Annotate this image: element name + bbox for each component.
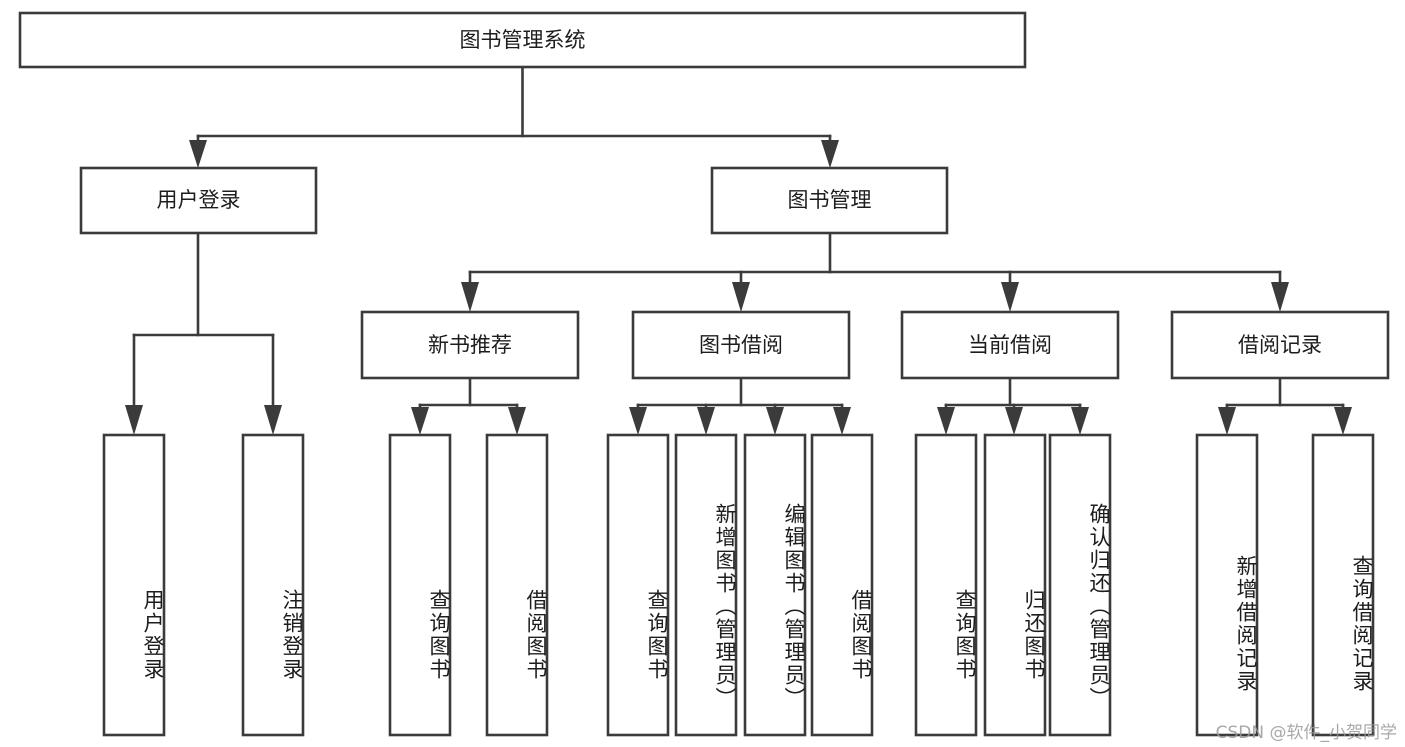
arrow-head-bb-leaf-1 (629, 407, 647, 435)
arrow-head-to-new-book (461, 282, 479, 312)
arrow-head-bb-leaf-2 (697, 407, 715, 435)
node-user-login-box[interactable] (79, 166, 318, 235)
connectors-new-book-to-leaves (411, 376, 526, 435)
leaf-node-box[interactable] (983, 433, 1047, 737)
arrow-head-br-leaf-2 (1334, 407, 1352, 435)
watermark-text: CSDN @软件_小贺同学 (1215, 723, 1397, 743)
connectors-book-manage-to-level3 (461, 231, 1289, 312)
node-current-borrow[interactable]: 当前借阅 (900, 310, 1120, 380)
node-new-book-recommend-label: 新书推荐 (428, 333, 512, 357)
leaf-node-box[interactable] (388, 433, 452, 737)
node-new-book-recommend-box[interactable] (360, 310, 580, 380)
leaf-node-box[interactable] (485, 433, 549, 737)
arrow-head-leaf-logout (264, 405, 282, 435)
node-root[interactable]: 图书管理系统 (18, 11, 1027, 69)
connectors-user-login-to-leaves (125, 231, 282, 435)
arrow-head-to-borrow-record (1271, 282, 1289, 312)
connectors-borrow-record-to-leaves (1218, 376, 1352, 435)
node-book-manage-box[interactable] (710, 166, 949, 235)
node-root-box[interactable] (18, 11, 1027, 69)
node-borrow-record-box[interactable] (1170, 310, 1390, 380)
node-borrow-record-label: 借阅记录 (1238, 333, 1322, 357)
arrow-head-cb-leaf-3 (1071, 407, 1089, 435)
arrow-head-to-book-manage (821, 140, 839, 168)
arrow-head-br-leaf-1 (1218, 407, 1236, 435)
node-borrow-record[interactable]: 借阅记录 (1170, 310, 1390, 380)
arrow-head-nb-leaf-2 (508, 407, 526, 435)
node-current-borrow-box[interactable] (900, 310, 1120, 380)
connectors-current-borrow-to-leaves (937, 376, 1089, 435)
arrow-head-leaf-user-login (125, 405, 143, 435)
connectors-borrow-book-to-leaves (629, 376, 851, 435)
node-book-borrow-label: 图书借阅 (699, 333, 783, 357)
arrow-head-cb-leaf-2 (1005, 407, 1023, 435)
node-current-borrow-label: 当前借阅 (968, 333, 1052, 357)
leaf-node-box[interactable] (1195, 433, 1259, 737)
node-book-manage-label: 图书管理 (788, 188, 872, 212)
leaf-node-box[interactable] (241, 433, 305, 737)
leaf-node-box[interactable] (606, 433, 670, 737)
node-root-label: 图书管理系统 (460, 28, 586, 52)
arrow-head-cb-leaf-1 (937, 407, 955, 435)
leaf-node-box[interactable] (1311, 433, 1375, 737)
leaf-node-box[interactable] (914, 433, 978, 737)
leaf-node-box[interactable] (674, 433, 738, 737)
leaf-node-box[interactable] (102, 433, 166, 737)
node-book-borrow-box[interactable] (631, 310, 851, 380)
arrow-head-to-borrow-book (732, 282, 750, 312)
node-user-login-label: 用户登录 (157, 188, 241, 212)
node-new-book-recommend[interactable]: 新书推荐 (360, 310, 580, 380)
node-book-borrow[interactable]: 图书借阅 (631, 310, 851, 380)
arrow-head-nb-leaf-1 (411, 407, 429, 435)
arrow-head-bb-leaf-4 (833, 407, 851, 435)
arrow-head-bb-leaf-3 (766, 407, 784, 435)
leaf-node-box[interactable] (810, 433, 874, 737)
node-user-login[interactable]: 用户登录 (79, 166, 318, 235)
connectors-root-to-level2 (189, 65, 839, 168)
leaf-node-boxes (102, 433, 1375, 737)
leaf-node-box[interactable] (1048, 433, 1112, 737)
arrow-head-to-current-borrow (1001, 282, 1019, 312)
leaf-node-box[interactable] (743, 433, 807, 737)
arrow-head-to-user-login (189, 140, 207, 168)
node-book-manage[interactable]: 图书管理 (710, 166, 949, 235)
